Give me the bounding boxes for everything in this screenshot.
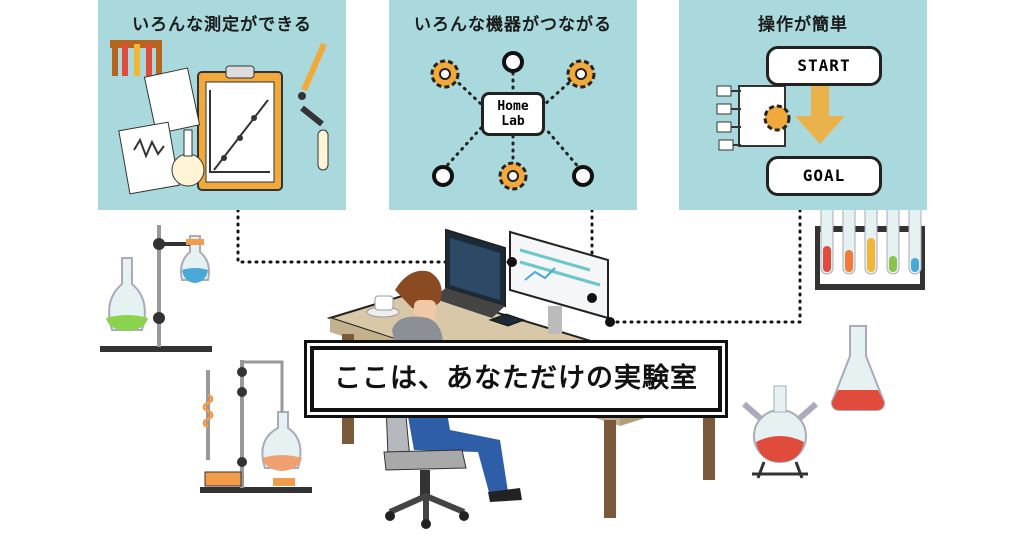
panel-title-measurement: いろんな測定ができる xyxy=(132,15,312,35)
panel-easy-operation: 操作が簡単 START GOAL xyxy=(679,0,927,210)
phone-icon xyxy=(488,313,526,327)
coffee-cup-icon xyxy=(366,295,400,318)
hub-label-line1: Home xyxy=(497,99,529,114)
caption-banner: ここは、あなただけの実験室 xyxy=(310,346,722,412)
goal-label: GOAL xyxy=(766,156,882,196)
gear-icon xyxy=(430,59,460,89)
monitor-icon xyxy=(507,230,615,334)
erlenmeyer-flask-icon xyxy=(830,325,886,411)
node-icon xyxy=(502,51,524,73)
round-flask-icon xyxy=(742,385,818,479)
hub-label-line2: Lab xyxy=(501,114,525,129)
clipboard-icon xyxy=(110,40,329,195)
node-icon xyxy=(432,165,454,187)
gear-icon xyxy=(566,59,596,89)
gear-icon xyxy=(763,104,791,132)
workflow-illustration xyxy=(716,82,845,151)
panel-title-easy: 操作が簡単 xyxy=(758,15,848,35)
panel-measurement: いろんな測定ができる xyxy=(98,0,346,210)
gear-icon xyxy=(498,161,528,191)
panel-title-devices: いろんな機器がつながる xyxy=(414,15,612,35)
down-arrow-icon xyxy=(795,82,845,144)
network-diagram xyxy=(430,51,596,191)
connection-lines xyxy=(236,208,802,324)
distillation-setup-icon xyxy=(200,360,312,493)
panel-devices: いろんな機器がつながる Home Lab xyxy=(389,0,637,210)
lab-stand-top-icon xyxy=(100,225,212,352)
test-tube-rack-icon xyxy=(815,203,925,290)
home-lab-hub: Home Lab xyxy=(481,92,545,136)
laptop-icon xyxy=(432,228,506,318)
node-icon xyxy=(572,165,594,187)
start-label: START xyxy=(766,46,882,86)
